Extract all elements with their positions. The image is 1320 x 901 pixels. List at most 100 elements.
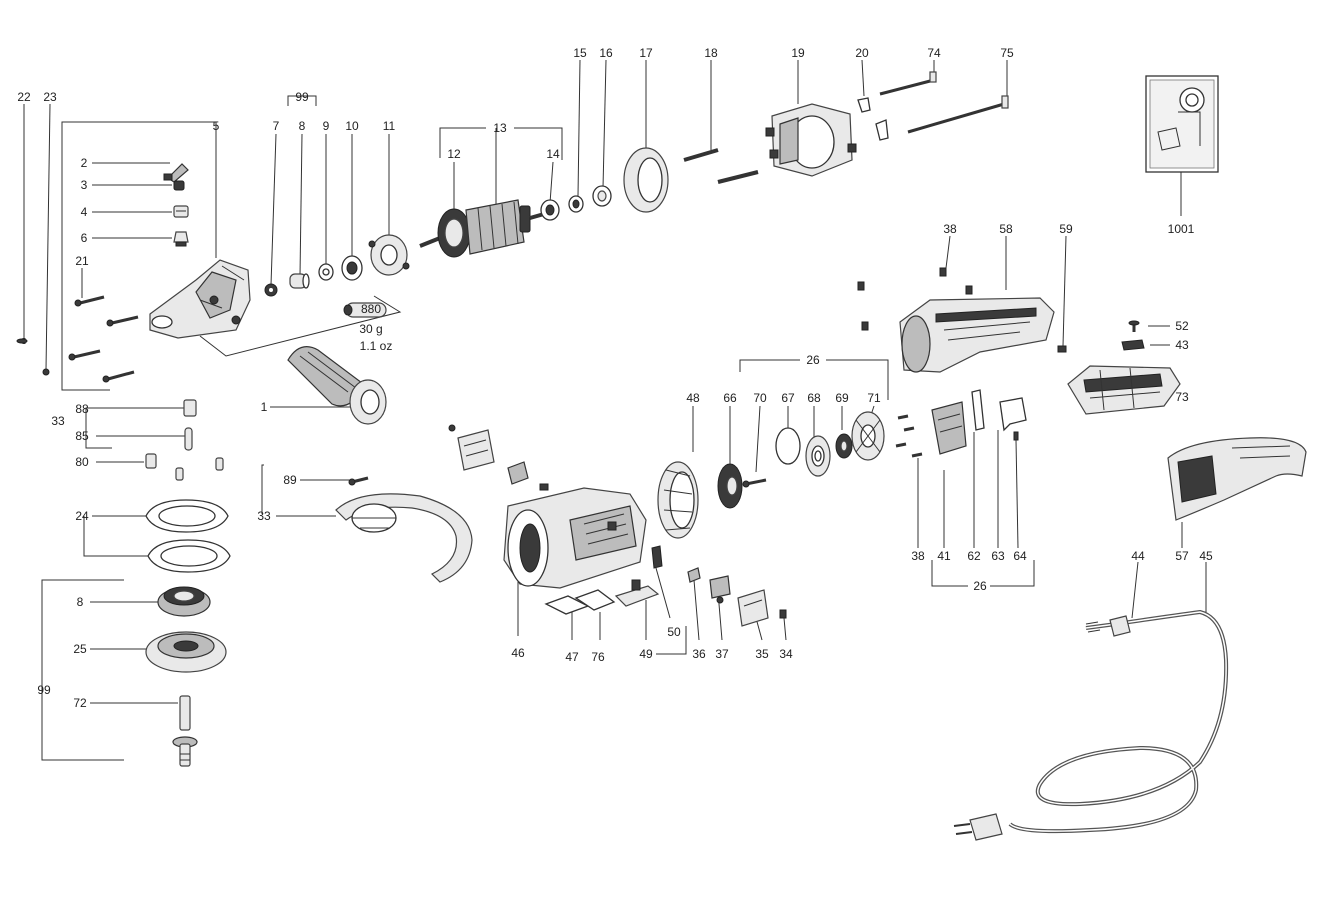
label-8: 8 xyxy=(299,119,306,133)
label-89: 89 xyxy=(283,473,297,487)
part-89-screw xyxy=(348,476,369,486)
part-16-bearing xyxy=(592,185,612,207)
part-59-small-pin xyxy=(1057,345,1067,353)
part-72-spindle xyxy=(172,695,198,767)
part-8-bushing xyxy=(289,273,310,289)
label-38-top: 38 xyxy=(943,222,957,236)
part-49-switch-slider xyxy=(614,579,660,607)
label-48: 48 xyxy=(686,391,700,405)
label-5: 5 xyxy=(213,119,220,133)
part-screw-top xyxy=(448,424,456,432)
label-1-1oz: 1.1 oz xyxy=(360,339,393,353)
part-18-pins xyxy=(683,148,759,184)
part-19-stator xyxy=(765,103,857,177)
label-76: 76 xyxy=(591,650,605,664)
part-20-clips xyxy=(857,97,889,141)
part-74-wire xyxy=(879,71,937,96)
label-9: 9 xyxy=(323,119,330,133)
label-70: 70 xyxy=(753,391,767,405)
label-47: 47 xyxy=(565,650,579,664)
label-4: 4 xyxy=(81,205,88,219)
label-62: 62 xyxy=(967,549,981,563)
part-switch-cover-top xyxy=(457,429,495,471)
part-34-screw xyxy=(779,609,787,619)
part-50-spring xyxy=(651,545,663,569)
label-71: 71 xyxy=(867,391,881,405)
label-12: 12 xyxy=(447,147,461,161)
part-43-clip xyxy=(1121,339,1145,351)
parts xyxy=(16,71,1307,841)
label-18: 18 xyxy=(704,46,718,60)
label-30g: 30 g xyxy=(359,322,382,336)
part-10-bearing xyxy=(341,255,363,281)
label-19: 19 xyxy=(791,46,805,60)
part-69-brake xyxy=(835,433,853,459)
label-21: 21 xyxy=(75,254,89,268)
part-68-spring-disc xyxy=(805,435,831,477)
part-7-ring xyxy=(264,283,278,297)
label-3: 3 xyxy=(81,178,88,192)
part-71-brake-plate xyxy=(851,411,885,461)
part-21-screws xyxy=(68,295,139,383)
part-880-grease-tube xyxy=(343,302,387,318)
label-25: 25 xyxy=(73,642,87,656)
part-38-screws-group xyxy=(895,414,923,458)
label-43: 43 xyxy=(1175,338,1189,352)
part-85-pin xyxy=(184,427,193,451)
part-3-spring xyxy=(173,180,185,191)
part-4-nut xyxy=(173,205,189,218)
part-41-switch-block xyxy=(931,401,967,455)
label-33-left: 33 xyxy=(51,414,65,428)
label-37: 37 xyxy=(715,647,729,661)
label-11: 11 xyxy=(383,119,396,133)
part-switch-small xyxy=(507,461,549,491)
label-64: 64 xyxy=(1013,549,1027,563)
label-85: 85 xyxy=(75,429,89,443)
label-10: 10 xyxy=(345,119,359,133)
label-72: 72 xyxy=(73,696,87,710)
label-23: 23 xyxy=(43,90,57,104)
part-57-handle-cover xyxy=(1167,437,1307,521)
part-35-cover xyxy=(737,589,769,627)
part-2-lever xyxy=(163,163,189,183)
label-66: 66 xyxy=(723,391,737,405)
label-7: 7 xyxy=(273,119,280,133)
part-70-screw xyxy=(742,478,767,488)
part-13-armature xyxy=(419,199,545,258)
part-22-long-screw xyxy=(16,338,28,344)
part-8-bearing-flange xyxy=(157,586,211,617)
label-45: 45 xyxy=(1199,549,1213,563)
label-22: 22 xyxy=(17,90,31,104)
label-20: 20 xyxy=(855,46,869,60)
label-8-lower: 8 xyxy=(77,595,84,609)
label-17: 17 xyxy=(639,46,653,60)
part-17-seal-ring xyxy=(623,147,669,213)
label-1001: 1001 xyxy=(1168,222,1195,236)
label-50: 50 xyxy=(667,625,681,639)
part-46-motor-housing xyxy=(503,487,647,589)
part-80-screws xyxy=(145,453,224,481)
part-9-washer xyxy=(318,263,334,281)
label-80: 80 xyxy=(75,455,89,469)
part-5-gear-housing xyxy=(149,259,251,339)
label-880: 880 xyxy=(361,302,381,316)
label-99: 99 xyxy=(295,90,309,104)
label-36: 36 xyxy=(692,647,706,661)
part-52-screw xyxy=(1128,320,1140,332)
label-1: 1 xyxy=(261,400,268,414)
part-75-wire xyxy=(907,95,1009,134)
label-68: 68 xyxy=(807,391,821,405)
label-26-bottom: 26 xyxy=(973,579,987,593)
part-23-screw xyxy=(42,368,50,376)
label-49: 49 xyxy=(639,647,653,661)
part-66-fan xyxy=(717,463,743,509)
label-69: 69 xyxy=(835,391,849,405)
label-99-lower: 99 xyxy=(37,683,51,697)
label-6: 6 xyxy=(81,231,88,245)
label-34: 34 xyxy=(779,647,793,661)
label-88: 88 xyxy=(75,402,89,416)
label-26-top: 26 xyxy=(806,353,820,367)
label-24: 24 xyxy=(75,509,89,523)
part-14-bearing xyxy=(540,199,560,221)
label-73: 73 xyxy=(1175,390,1189,404)
